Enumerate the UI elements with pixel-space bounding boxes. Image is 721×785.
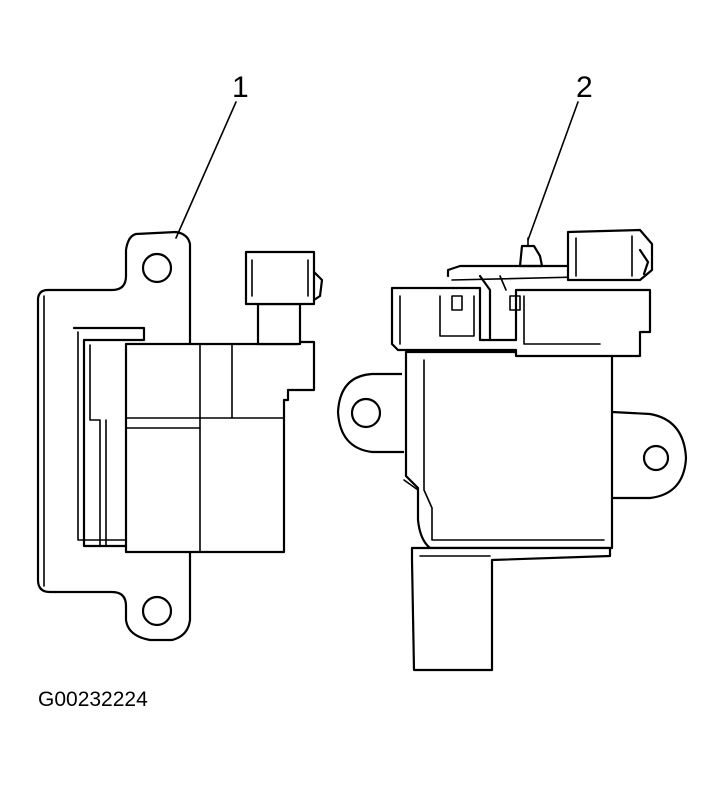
callout-1: 1 xyxy=(232,71,249,104)
coil-body xyxy=(124,340,316,554)
ignition-coil-front-view xyxy=(336,228,688,672)
bracket-hole-top xyxy=(141,252,173,284)
right-mounting-ear xyxy=(611,410,688,500)
mounting-bracket xyxy=(36,230,192,642)
left-mounting-ear xyxy=(336,372,404,454)
spark-plug-boot xyxy=(410,546,612,672)
ignition-coil-side-view xyxy=(36,230,324,642)
callout-2: 2 xyxy=(576,71,593,104)
top-terminal-block xyxy=(390,286,652,358)
figure-id: G00232224 xyxy=(38,688,148,711)
leader-line-2 xyxy=(527,101,579,241)
right-ear-hole xyxy=(642,444,670,472)
connector-housing xyxy=(244,250,316,306)
coil-connector xyxy=(256,302,302,346)
coil-front-body xyxy=(404,350,614,550)
top-connector xyxy=(566,228,654,282)
bracket-hole-bottom xyxy=(141,595,173,627)
leader-line-1 xyxy=(175,101,237,239)
left-ear-hole xyxy=(350,397,382,429)
